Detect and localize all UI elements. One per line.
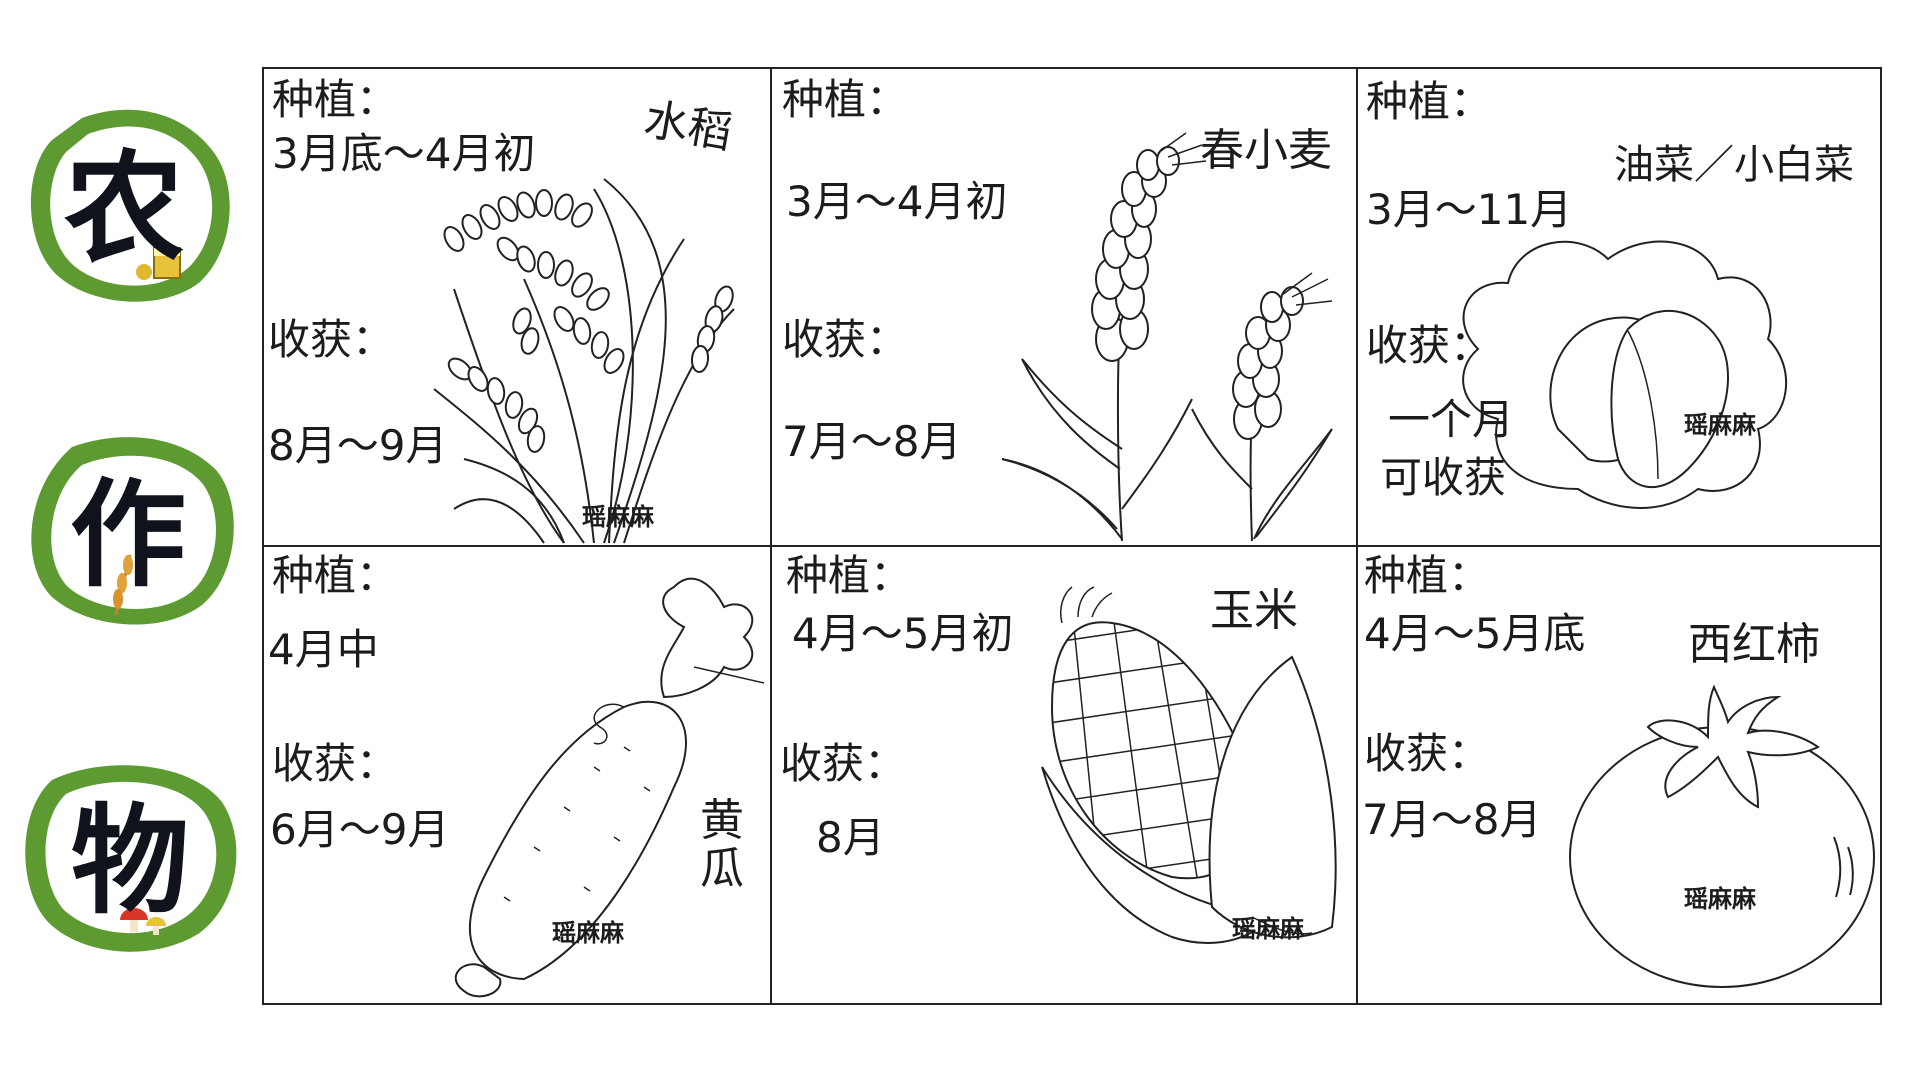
crop-cell-wheat: 种植： 3月～4月初 收获： 7月～8月 春小麦 — [772, 69, 1356, 545]
rice-icon — [433, 178, 735, 544]
crop-cell-tomato: 种植： 4月～5月底 收获： 7月～8月 西红柿 瑶麻麻 — [1358, 547, 1880, 1003]
badge-wu-shape: 物 — [25, 765, 237, 952]
harvest-label: 收获： — [780, 739, 907, 788]
crop-name: 西红柿 — [1688, 619, 1820, 670]
crop-name: 油菜／小白菜 — [1614, 142, 1854, 188]
badge-nong-shape: 农 — [30, 109, 230, 302]
cucumber-icon — [454, 577, 765, 998]
plant-label: 种植： — [1364, 551, 1491, 600]
watermark: 瑶麻麻 — [1684, 411, 1756, 439]
plant-time: 4月～5月初 — [792, 609, 1014, 658]
crop-name: 春小麦 — [1200, 125, 1332, 176]
plant-time: 4月～5月底 — [1364, 609, 1586, 658]
harvest-label: 收获： — [1364, 729, 1491, 778]
mushroom-icon — [120, 908, 166, 935]
crop-name: 玉米 — [1210, 585, 1298, 636]
tomato-icon — [1569, 684, 1875, 988]
title-badge-nong: 农 — [12, 100, 244, 310]
wheat-icon — [1001, 132, 1333, 542]
grid-divider — [1356, 69, 1358, 1003]
wheat-sprig-icon — [113, 554, 133, 616]
watermark: 瑶麻麻 — [1232, 915, 1304, 943]
harvest-label: 收获： — [272, 739, 399, 788]
crop-grid: 种植： 3月底～4月初 收获： 8月～9月 水稻 瑶麻麻 — [262, 67, 1882, 1005]
harvest-time: 7月～8月 — [782, 417, 962, 466]
title-char-3: 物 — [71, 792, 189, 930]
harvest-label: 收获： — [268, 315, 395, 364]
title-badge-wu: 物 — [12, 750, 244, 960]
crop-cell-cucumber: 种植： 4月中 收获： 6月～9月 黄瓜 瑶麻麻 — [264, 547, 770, 1003]
title-char-2: 作 — [70, 468, 186, 603]
crop-cell-rice: 种植： 3月底～4月初 收获： 8月～9月 水稻 瑶麻麻 — [264, 69, 770, 545]
harvest-time: 6月～9月 — [270, 805, 450, 854]
watermark: 瑶麻麻 — [1684, 885, 1756, 913]
juice-cup-icon — [136, 247, 181, 280]
cabbage-icon — [1462, 240, 1788, 509]
corn-icon — [1041, 586, 1337, 944]
harvest-time-line-1: 一个月 — [1388, 395, 1515, 444]
plant-label: 种植： — [786, 551, 913, 600]
harvest-time-line-2: 可收获 — [1380, 453, 1507, 502]
watermark: 瑶麻麻 — [582, 503, 654, 531]
plant-label: 种植： — [272, 75, 399, 124]
crop-name: 黄瓜 — [700, 795, 744, 895]
plant-time: 4月中 — [268, 625, 379, 674]
plant-label: 种植： — [1366, 77, 1493, 126]
grid-divider — [264, 545, 1880, 547]
title-badge-zuo: 作 — [12, 425, 244, 635]
harvest-time: 8月～9月 — [268, 421, 448, 470]
plant-label: 种植： — [272, 551, 399, 600]
harvest-label: 收获： — [1366, 321, 1493, 370]
plant-time: 3月～11月 — [1366, 185, 1573, 234]
plant-time: 3月底～4月初 — [272, 129, 536, 178]
title-char-1: 农 — [64, 140, 184, 279]
crop-cell-cabbage: 种植： 3月～11月 收获： 一个月 可收获 油菜／小白菜 瑶麻麻 — [1358, 69, 1880, 545]
watermark: 瑶麻麻 — [552, 919, 624, 947]
plant-label: 种植： — [782, 75, 909, 124]
crop-cell-corn: 种植： 4月～5月初 收获： 8月 玉米 瑶麻麻 — [772, 547, 1356, 1003]
harvest-time: 8月 — [816, 813, 885, 862]
harvest-label: 收获： — [782, 315, 909, 364]
grid-divider — [770, 69, 772, 1003]
harvest-time: 7月～8月 — [1362, 795, 1542, 844]
plant-time: 3月～4月初 — [786, 177, 1008, 226]
badge-zuo-shape: 作 — [31, 437, 234, 625]
